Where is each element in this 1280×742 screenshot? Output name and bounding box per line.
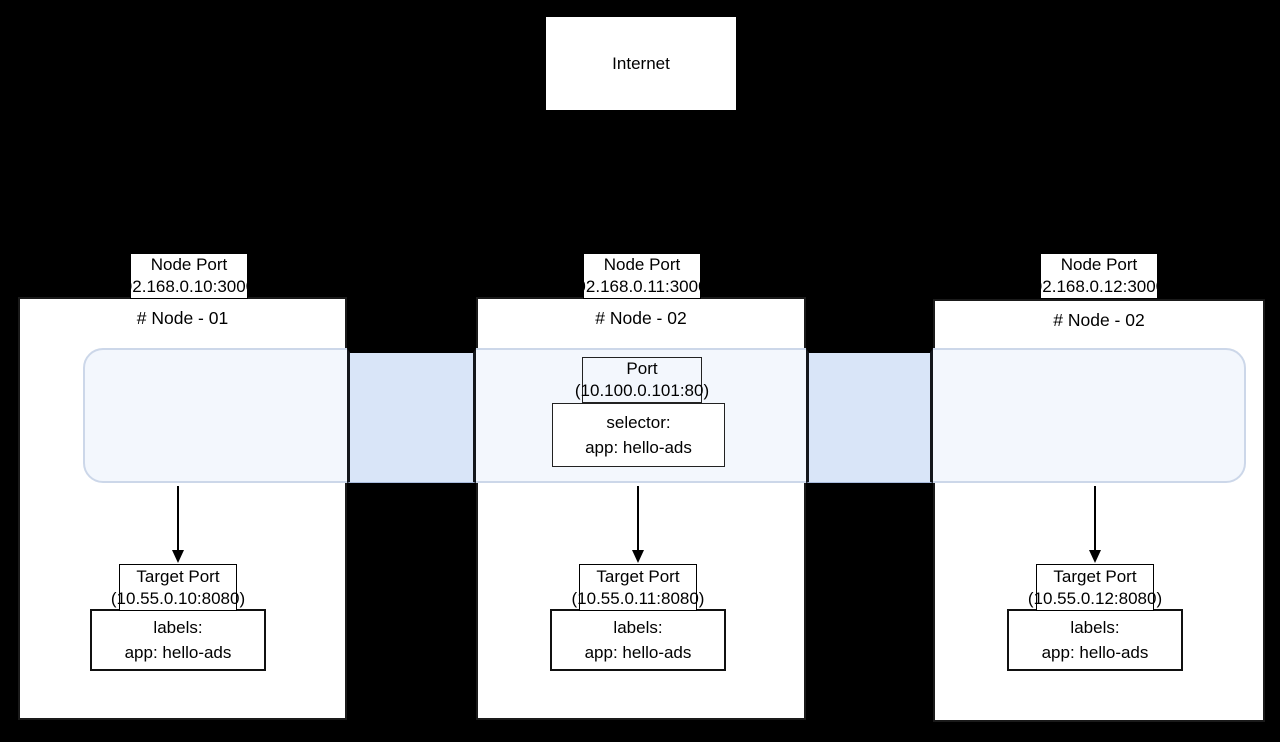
node-port-address: (192.168.0.11:30001) — [584, 277, 700, 296]
labels-title: labels: — [153, 618, 203, 637]
node-port-box-1: Node Port (192.168.0.10:30001) — [130, 253, 248, 299]
target-port-title: Target Port — [136, 566, 220, 586]
node-port-address: (192.168.0.12:30001) — [1041, 277, 1157, 296]
arrow-head-icon — [171, 550, 184, 563]
target-port-box-1: Target Port (10.55.0.10:8080) — [111, 564, 245, 611]
target-port-title: Target Port — [596, 566, 680, 586]
service-port-box: Port (10.100.0.101:80) — [575, 357, 709, 403]
service-port-title: Port — [626, 359, 658, 378]
target-port-box-2: Target Port (10.55.0.11:8080) — [572, 564, 704, 611]
target-port-address: (10.55.0.10:8080) — [110, 588, 246, 608]
labels-box-3: labels: app: hello-ads — [1007, 609, 1183, 671]
arrow-head-icon — [631, 550, 644, 563]
labels-app: app: hello-ads — [1041, 643, 1149, 662]
flow-arrow-1 — [177, 486, 179, 552]
flow-arrow-3 — [1094, 486, 1096, 552]
labels-box-1: labels: app: hello-ads — [90, 609, 266, 671]
node-port-box-3: Node Port (192.168.0.12:30001) — [1040, 253, 1158, 299]
target-port-box-3: Target Port (10.55.0.12:8080) — [1028, 564, 1162, 611]
node-port-box-2: Node Port (192.168.0.11:30001) — [583, 253, 701, 299]
node-port-title: Node Port — [1060, 255, 1138, 274]
selector-box: selector: app: hello-ads — [552, 403, 725, 467]
selector-label: selector: — [606, 413, 671, 432]
labels-app: app: hello-ads — [584, 643, 692, 662]
service-gap-2 — [806, 348, 933, 483]
node-title: # Node - 02 — [595, 308, 687, 328]
arrow-head-icon — [1088, 550, 1101, 563]
node-title: # Node - 01 — [136, 308, 229, 328]
target-port-address: (10.55.0.11:8080) — [571, 588, 705, 608]
target-port-title: Target Port — [1053, 566, 1137, 586]
node-port-title: Node Port — [603, 255, 681, 274]
flow-arrow-2 — [637, 486, 639, 552]
labels-title: labels: — [1070, 618, 1120, 637]
internet-box: Internet — [546, 17, 736, 110]
node-title: # Node - 02 — [1053, 310, 1145, 330]
labels-title: labels: — [613, 618, 663, 637]
selector-app: app: hello-ads — [585, 438, 692, 457]
labels-box-2: labels: app: hello-ads — [550, 609, 726, 671]
target-port-address: (10.55.0.12:8080) — [1027, 588, 1163, 608]
service-port-address: (10.100.0.101:80) — [574, 381, 710, 400]
service-gap-1 — [347, 348, 476, 483]
node-port-title: Node Port — [150, 255, 228, 274]
internet-label: Internet — [612, 53, 670, 73]
node-port-address: (192.168.0.10:30001) — [131, 277, 247, 296]
labels-app: app: hello-ads — [124, 643, 232, 662]
